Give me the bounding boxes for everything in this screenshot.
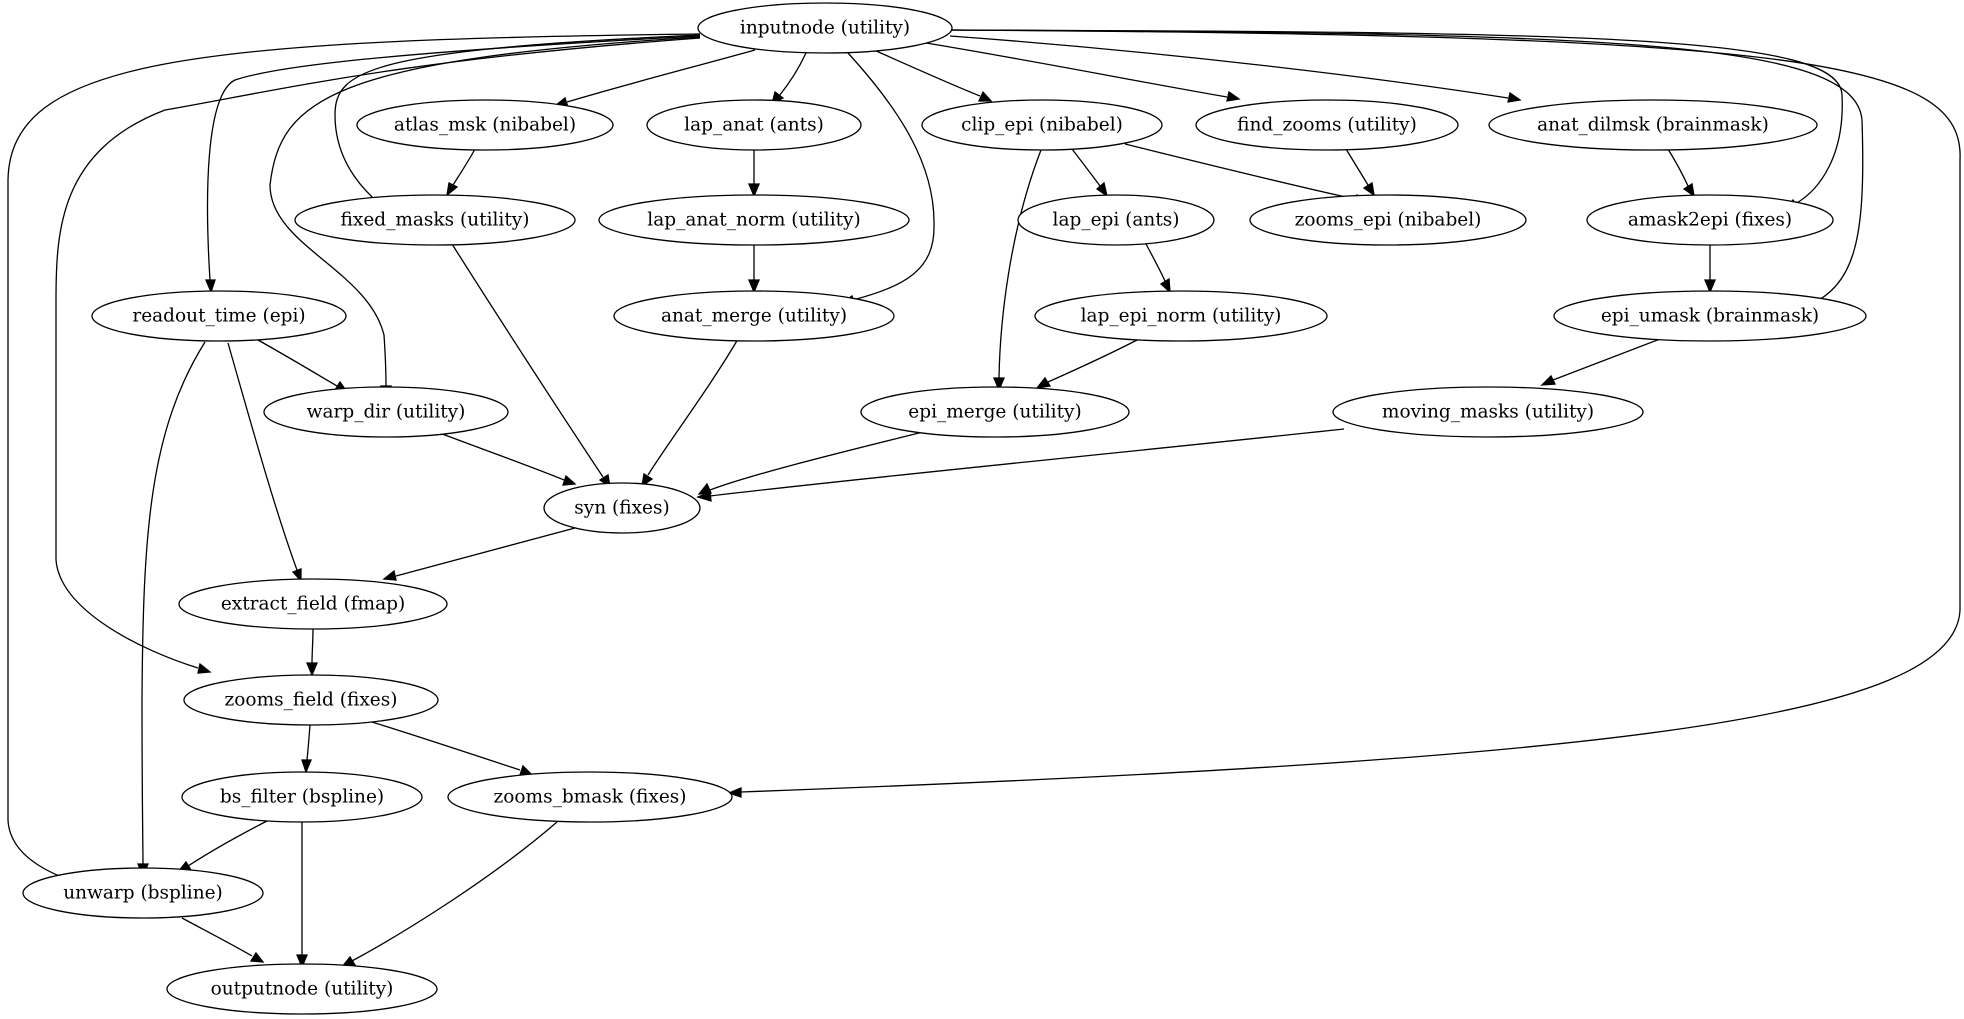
nodes-layer: inputnode (utility) atlas_msk (nibabel) … — [22, 2, 1867, 1015]
node-label-unwarp: unwarp (bspline) — [63, 883, 223, 904]
edge-anat-dilmsk-amask2epi — [1667, 148, 1695, 198]
node-epi-merge[interactable]: epi_merge (utility) — [860, 386, 1130, 438]
edge-clip-epi-zooms-epi — [1124, 143, 1369, 205]
node-zooms-bmask[interactable]: zooms_bmask (fixes) — [447, 771, 733, 823]
node-anat-merge[interactable]: anat_merge (utility) — [613, 290, 895, 342]
node-bs-filter[interactable]: bs_filter (bspline) — [181, 771, 423, 823]
edge-clip-epi-lap-epi — [1071, 148, 1109, 198]
node-outputnode[interactable]: outputnode (utility) — [166, 963, 438, 1015]
node-label-amask2epi: amask2epi (fixes) — [1628, 210, 1792, 231]
node-syn[interactable]: syn (fixes) — [543, 482, 701, 534]
edge-inputnode-unwarp — [7, 33, 701, 893]
edge-zooms-bmask-outputnode — [340, 821, 558, 968]
node-label-syn: syn (fixes) — [574, 498, 669, 519]
edge-inputnode-atlas-msk — [553, 49, 756, 108]
node-label-inputnode: inputnode (utility) — [740, 18, 910, 39]
node-readout-time[interactable]: readout_time (epi) — [91, 290, 347, 342]
node-unwarp[interactable]: unwarp (bspline) — [22, 867, 264, 919]
edge-clip-epi-epi-merge — [993, 149, 1042, 392]
node-label-zooms-epi: zooms_epi (nibabel) — [1295, 210, 1482, 231]
node-label-moving-masks: moving_masks (utility) — [1382, 402, 1594, 423]
node-lap-anat-norm[interactable]: lap_anat_norm (utility) — [598, 194, 910, 246]
node-label-bs-filter: bs_filter (bspline) — [220, 787, 384, 808]
node-label-lap-epi-norm: lap_epi_norm (utility) — [1081, 306, 1282, 327]
node-zooms-epi[interactable]: zooms_epi (nibabel) — [1249, 194, 1527, 246]
edge-zooms-field-zooms-bmask — [371, 721, 534, 776]
node-label-anat-merge: anat_merge (utility) — [661, 306, 847, 327]
node-moving-masks[interactable]: moving_masks (utility) — [1332, 386, 1644, 438]
node-atlas-msk[interactable]: atlas_msk (nibabel) — [356, 99, 614, 151]
node-label-zooms-bmask: zooms_bmask (fixes) — [494, 787, 687, 808]
node-label-warp-dir: warp_dir (utility) — [307, 402, 466, 423]
node-amask2epi[interactable]: amask2epi (fixes) — [1586, 194, 1834, 246]
edge-unwarp-outputnode — [181, 917, 265, 963]
edge-inputnode-readout-time — [205, 35, 701, 294]
edge-bs-filter-unwarp — [176, 820, 268, 873]
node-inputnode[interactable]: inputnode (utility) — [697, 2, 953, 54]
edge-anat-merge-syn — [641, 338, 739, 488]
edge-inputnode-zooms-field — [55, 37, 701, 674]
edge-lap-anat-norm-anat-merge — [748, 244, 760, 294]
edge-readout-time-warp-dir — [257, 339, 349, 393]
node-label-fixed-masks: fixed_masks (utility) — [341, 210, 530, 231]
edge-lap-epi-norm-epi-merge — [1035, 338, 1140, 389]
edge-inputnode-anat-merge — [840, 52, 935, 306]
edge-syn-extract-field — [382, 527, 576, 581]
edge-extract-field-zooms-field — [306, 627, 318, 677]
node-anat-dilmsk[interactable]: anat_dilmsk (brainmask) — [1488, 99, 1818, 151]
node-warp-dir[interactable]: warp_dir (utility) — [263, 386, 509, 438]
edge-warp-dir-syn — [436, 431, 577, 486]
edge-inputnode-clip-epi — [873, 49, 993, 102]
edge-amask2epi-epi-umask — [1704, 244, 1716, 294]
node-label-lap-epi: lap_epi (ants) — [1053, 210, 1180, 231]
node-extract-field[interactable]: extract_field (fmap) — [178, 578, 448, 630]
node-lap-anat[interactable]: lap_anat (ants) — [646, 99, 862, 151]
node-epi-umask[interactable]: epi_umask (brainmask) — [1553, 290, 1867, 342]
edge-inputnode-lap-anat — [771, 52, 807, 106]
edge-bs-filter-outputnode — [296, 822, 308, 969]
edge-inputnode-find-zooms — [919, 41, 1241, 102]
node-fixed-masks[interactable]: fixed_masks (utility) — [294, 194, 576, 246]
edge-lap-epi-lap-epi-norm — [1145, 243, 1171, 294]
node-find-zooms[interactable]: find_zooms (utility) — [1195, 99, 1459, 151]
node-label-anat-dilmsk: anat_dilmsk (brainmask) — [1537, 115, 1769, 136]
edge-fixed-masks-syn — [451, 243, 611, 489]
node-label-atlas-msk: atlas_msk (nibabel) — [394, 115, 576, 136]
node-label-readout-time: readout_time (epi) — [132, 306, 305, 327]
node-lap-epi[interactable]: lap_epi (ants) — [1017, 194, 1215, 246]
edge-inputnode-anat-dilmsk — [949, 35, 1522, 103]
edge-zooms-field-bs-filter — [301, 724, 312, 774]
edge-epi-umask-moving-masks — [1540, 338, 1661, 386]
node-label-epi-umask: epi_umask (brainmask) — [1601, 306, 1819, 327]
edge-readout-time-extract-field — [227, 342, 302, 583]
node-clip-epi[interactable]: clip_epi (nibabel) — [921, 99, 1163, 151]
edge-find-zooms-zooms-epi — [1345, 148, 1375, 197]
node-label-outputnode: outputnode (utility) — [211, 979, 394, 1000]
node-label-lap-anat: lap_anat (ants) — [684, 115, 824, 136]
edge-atlas-msk-fixed-masks — [446, 148, 476, 197]
node-label-zooms-field: zooms_field (fixes) — [225, 690, 398, 711]
node-label-extract-field: extract_field (fmap) — [221, 594, 405, 615]
node-label-epi-merge: epi_merge (utility) — [908, 402, 1081, 423]
edge-moving-masks-syn — [696, 428, 1345, 502]
edge-lap-anat-lap-anat-norm — [748, 149, 760, 198]
node-label-find-zooms: find_zooms (utility) — [1237, 115, 1417, 136]
node-lap-epi-norm[interactable]: lap_epi_norm (utility) — [1034, 290, 1328, 342]
node-label-clip-epi: clip_epi (nibabel) — [961, 115, 1123, 136]
edges-layer — [7, 29, 1961, 969]
node-zooms-field[interactable]: zooms_field (fixes) — [183, 674, 439, 726]
node-label-lap-anat-norm: lap_anat_norm (utility) — [647, 210, 860, 231]
edge-inputnode-zooms-bmask — [727, 29, 1961, 798]
